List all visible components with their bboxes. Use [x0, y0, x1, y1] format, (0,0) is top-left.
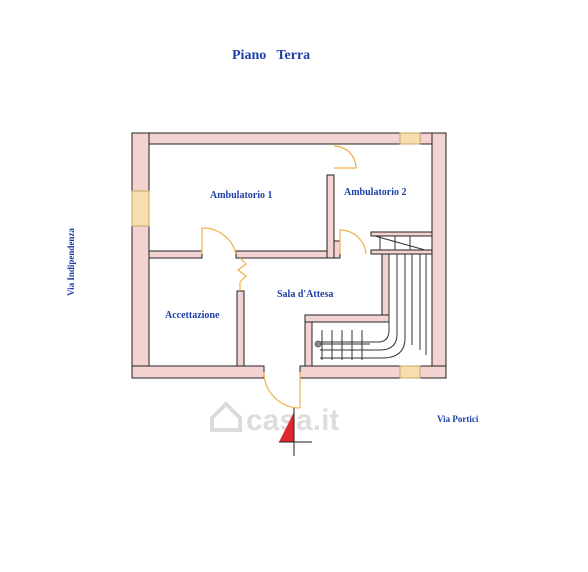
room-label-ambulatorio-2: Ambulatorio 2 — [344, 187, 407, 198]
plan-title: Piano Terra — [232, 48, 310, 63]
room-label-accettazione: Accettazione — [165, 310, 220, 321]
doors — [201, 145, 367, 409]
watermark: casa.it — [210, 401, 339, 437]
exterior-walls — [131, 132, 447, 379]
interior-walls — [148, 174, 433, 367]
street-label-left: Via Indipendenza — [66, 228, 76, 296]
north-arrow-icon — [279, 408, 312, 456]
room-label-ambulatorio-1: Ambulatorio 1 — [210, 190, 273, 201]
windows — [131, 132, 421, 379]
street-label-right: Via Portici — [437, 414, 479, 424]
staircase — [314, 235, 427, 360]
room-label-sala-attesa: Sala d'Attesa — [277, 289, 333, 300]
